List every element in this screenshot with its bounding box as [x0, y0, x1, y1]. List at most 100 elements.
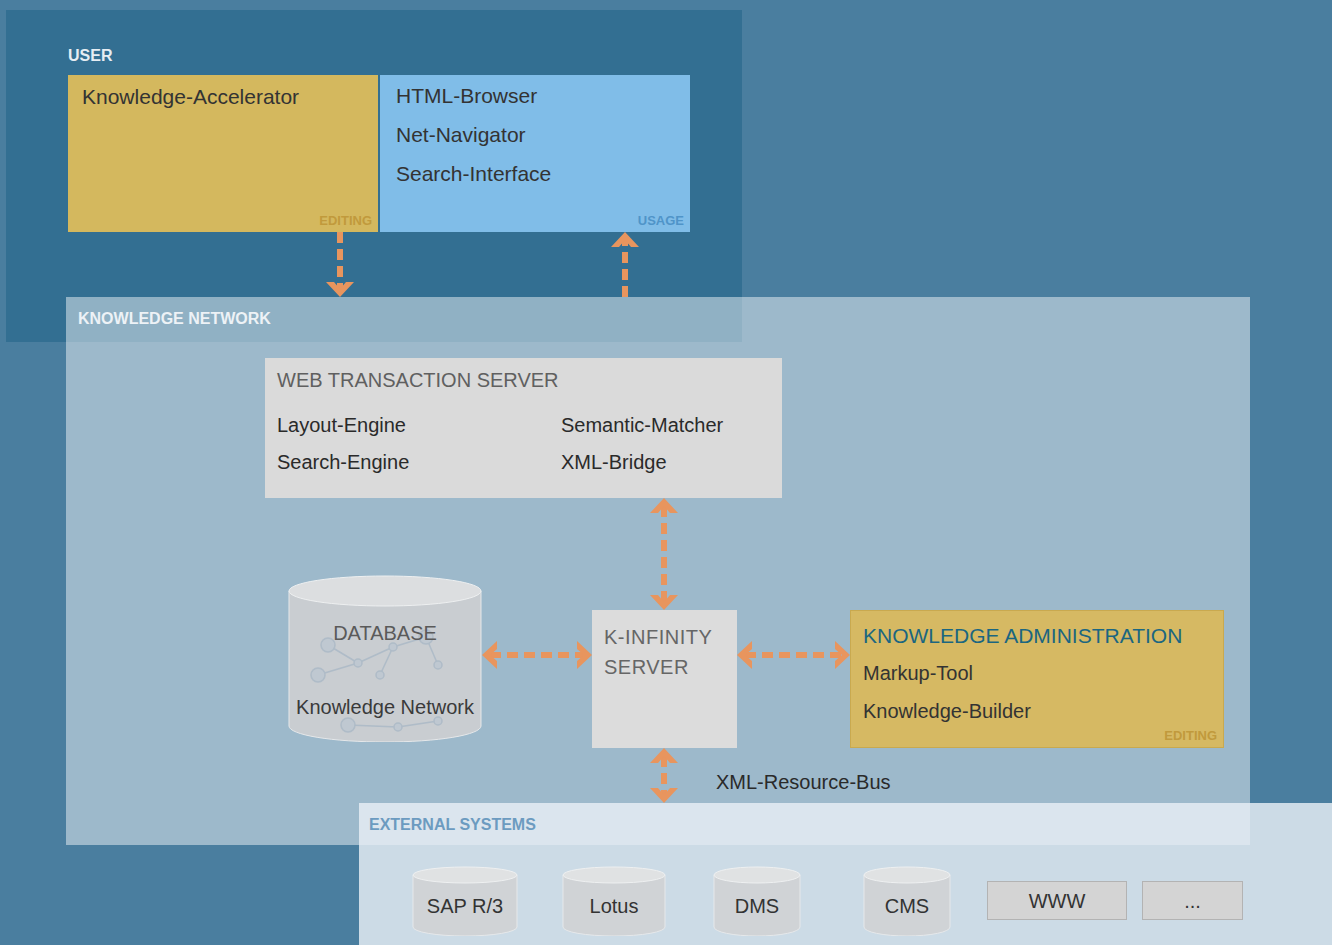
cylinder-top [289, 576, 481, 606]
text-holder: DATABASE [288, 621, 482, 645]
server-box: K-INFINITY SERVER [592, 610, 737, 748]
node-text: EDITING [319, 213, 372, 229]
system-box: WWW [987, 881, 1127, 920]
text-holder: EXTERNAL SYSTEMS [369, 815, 536, 834]
text-holder: Markup-Tool [863, 661, 973, 685]
arrow-head [664, 608, 665, 610]
admin-box: KNOWLEDGE ADMINISTRATION Markup-ToolKnowl… [850, 610, 1224, 748]
text-holder: DMS [713, 894, 801, 918]
connector-line [661, 506, 667, 602]
arrow-head [482, 655, 484, 656]
dashed-connector [482, 655, 592, 656]
dashed-connector [737, 655, 850, 656]
system-cylinder: CMS [863, 866, 951, 936]
node-title: HTML-Browser [396, 83, 537, 108]
connector-line [745, 652, 842, 658]
node-title: WEB TRANSACTION SERVER [277, 368, 559, 392]
node-title: EXTERNAL SYSTEMS [369, 815, 536, 834]
node-title: KNOWLEDGE NETWORK [78, 309, 271, 328]
node-title: CMS [885, 894, 929, 918]
user-region: USER Knowledge-AcceleratorEDITING HTML-Bro… [6, 10, 742, 342]
text-holder: WWW [988, 889, 1126, 913]
node-title: ... [1184, 889, 1201, 913]
network-dot [341, 718, 355, 732]
network-dot [434, 717, 442, 725]
node-text: Search-Engine [277, 450, 409, 474]
connector-line [622, 240, 628, 297]
text-holder: Lotus [562, 894, 666, 918]
text-holder: Knowledge-Builder [863, 699, 1031, 723]
connector-line [661, 756, 667, 795]
text-holder: USAGE [638, 211, 684, 229]
dashed-connector [664, 748, 665, 803]
node-title: SAP R/3 [427, 894, 503, 918]
arrow-head [590, 655, 592, 656]
cylinder-top [413, 867, 517, 883]
network-dot [394, 723, 402, 731]
text-holder: Knowledge Network [288, 695, 482, 719]
external-region: EXTERNAL SYSTEMS SAP R/3 Lotus DMS CMS WWW... [359, 803, 1332, 945]
system-box: ... [1142, 881, 1243, 920]
node-title: Lotus [590, 894, 639, 918]
arrow-head [664, 498, 665, 500]
node-text: Net-Navigator [396, 122, 526, 147]
network-link [398, 721, 438, 727]
node-text: Semantic-Matcher [561, 413, 723, 437]
network-dot [311, 668, 325, 682]
text-holder: Search-Interface [396, 161, 551, 186]
connector-label: XML-Resource-Bus [716, 770, 891, 794]
text-holder: CMS [863, 894, 951, 918]
node-text: Knowledge Network [296, 695, 474, 719]
text-holder: KNOWLEDGE NETWORK [78, 309, 271, 328]
database-cylinder: DATABASE Knowledge Network [288, 575, 482, 742]
network-region: KNOWLEDGE NETWORK WEB TRANSACTION SERVER L… [66, 297, 1250, 845]
text-holder: Layout-Engine [277, 413, 406, 437]
text-holder: USER [68, 46, 112, 65]
system-cylinder: DMS [713, 866, 801, 936]
node-text: USAGE [638, 213, 684, 229]
cylinder-body [714, 875, 800, 936]
node-text: Search-Interface [396, 161, 551, 186]
text-holder: XML-Bridge [561, 450, 667, 474]
text-holder: K-INFINITY SERVER [604, 622, 726, 682]
arrow-head [664, 748, 665, 750]
node-title: Knowledge-Accelerator [82, 84, 299, 109]
network-dot [376, 671, 384, 679]
node-text: Knowledge-Builder [863, 699, 1031, 723]
network-dot [354, 659, 362, 667]
dashed-connector [664, 498, 665, 610]
arrow-head [737, 655, 739, 656]
network-link [358, 647, 393, 663]
editing-box: Knowledge-AcceleratorEDITING [68, 75, 378, 232]
node-title: DATABASE [333, 621, 437, 645]
text-holder: Semantic-Matcher [561, 413, 723, 437]
arrow-head [848, 655, 850, 656]
dashed-connector [340, 232, 341, 297]
node-text: XML-Bridge [561, 450, 667, 474]
system-cylinder: Lotus [562, 866, 666, 936]
node-text: Layout-Engine [277, 413, 406, 437]
text-holder: EDITING [1164, 726, 1217, 744]
node-title: WWW [1029, 889, 1086, 913]
text-holder: Net-Navigator [396, 122, 526, 147]
arrow-head [664, 801, 665, 803]
label-holder: XML-Resource-Bus [716, 770, 891, 794]
cylinder-body [413, 875, 517, 936]
text-holder: ... [1143, 889, 1242, 913]
text-holder: EDITING [319, 211, 372, 229]
node-text: EDITING [1164, 728, 1217, 744]
text-holder: KNOWLEDGE ADMINISTRATION [863, 623, 1182, 648]
network-dot [434, 661, 442, 669]
node-title: KNOWLEDGE ADMINISTRATION [863, 623, 1182, 648]
text-holder: Search-Engine [277, 450, 409, 474]
connector-line [337, 232, 343, 289]
arrow-head [340, 295, 341, 297]
connector-line [490, 652, 584, 658]
node-text: Markup-Tool [863, 661, 973, 685]
node-title: DMS [735, 894, 779, 918]
server-box: WEB TRANSACTION SERVER Layout-Engine Seman… [265, 358, 782, 498]
network-dot [321, 638, 335, 652]
text-holder: HTML-Browser [396, 83, 537, 108]
cylinder-body [289, 591, 481, 742]
cylinder-body [563, 875, 665, 936]
